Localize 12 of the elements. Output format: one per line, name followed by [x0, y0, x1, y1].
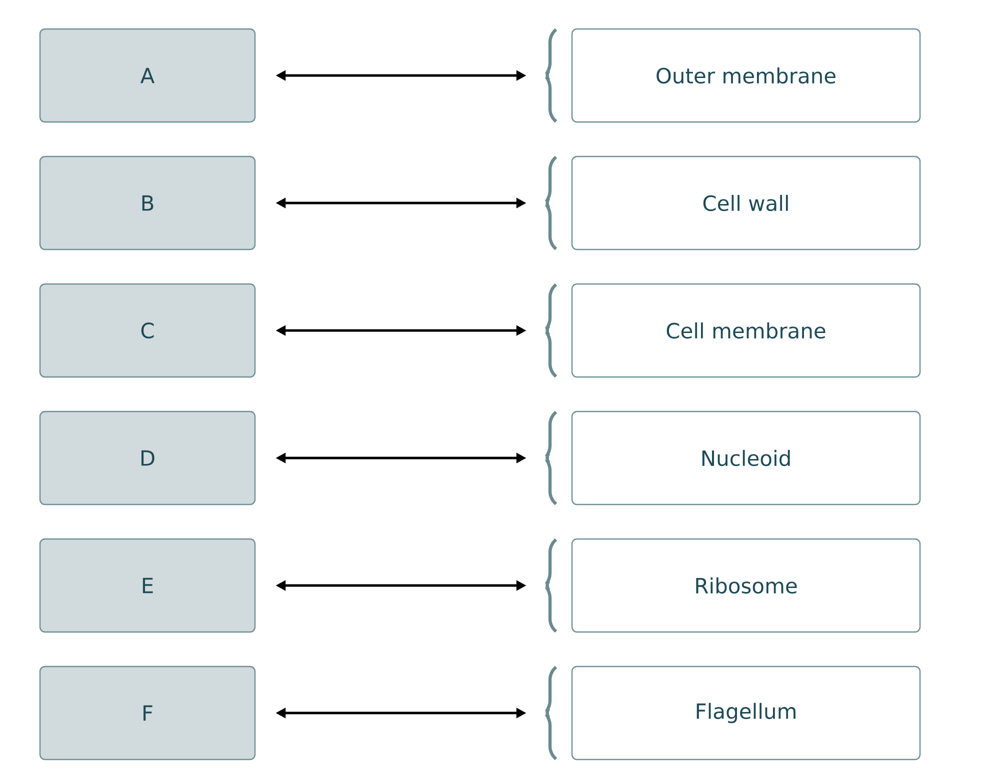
label-box: D: [39, 410, 256, 506]
label-box: A: [39, 28, 256, 123]
label-box: B: [39, 156, 256, 250]
label-box: F: [39, 666, 256, 760]
answer-box: Ribosome: [571, 538, 921, 633]
answer-box: Cell wall: [571, 156, 921, 250]
answer-box: Outer membrane: [571, 28, 921, 123]
answer-box: Flagellum: [571, 666, 921, 760]
answer-box: Cell membrane: [571, 283, 921, 378]
label-box: E: [39, 538, 256, 633]
label-box: C: [39, 283, 256, 378]
answer-box: Nucleoid: [571, 410, 921, 506]
